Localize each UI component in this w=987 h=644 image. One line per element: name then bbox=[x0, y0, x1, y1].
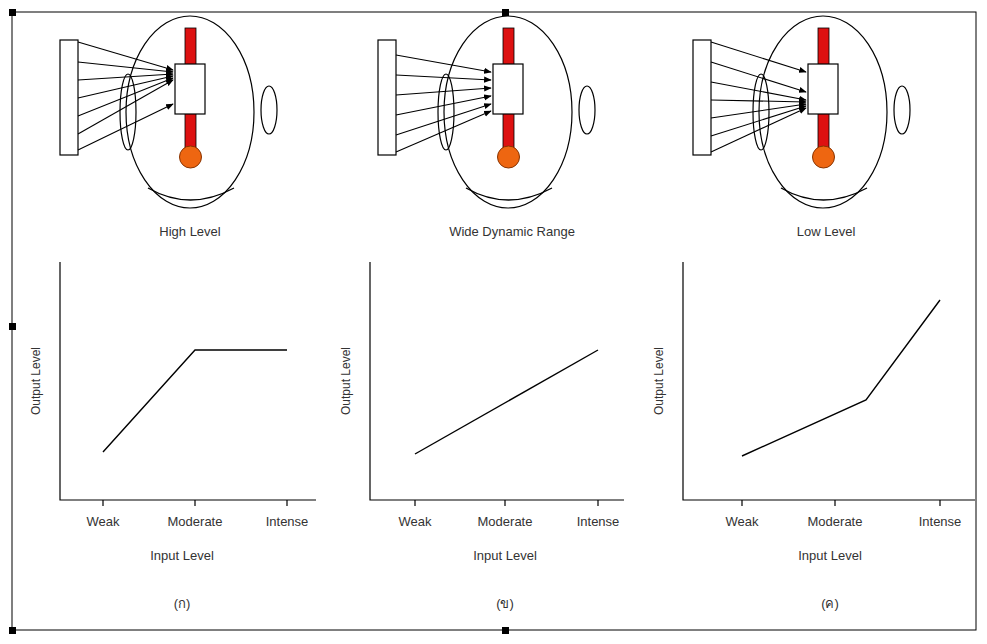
tick-label: Weak bbox=[726, 515, 759, 529]
frame bbox=[12, 12, 976, 630]
head-figure bbox=[378, 16, 595, 208]
sound-arrows bbox=[711, 42, 806, 152]
tick-label: Moderate bbox=[478, 515, 533, 529]
head-figure bbox=[60, 16, 277, 208]
tick-label: Moderate bbox=[808, 515, 863, 529]
axis-title: Output Level bbox=[653, 347, 666, 415]
selection-handles bbox=[9, 9, 509, 634]
tick-label: Weak bbox=[399, 515, 432, 529]
panel-label: (ก) bbox=[174, 597, 191, 611]
sound-arrows bbox=[396, 55, 491, 152]
axis-title: Output Level bbox=[340, 347, 353, 415]
tick-label: Intense bbox=[919, 515, 962, 529]
head-figure bbox=[693, 16, 910, 208]
axis-title: Input Level bbox=[798, 549, 862, 563]
panel-label: (ค) bbox=[821, 597, 839, 611]
panel-title: Wide Dynamic Range bbox=[449, 225, 575, 239]
tick-label: Weak bbox=[87, 515, 120, 529]
axis-title: Input Level bbox=[150, 549, 214, 563]
panel-title: Low Level bbox=[797, 225, 856, 239]
tick-label: Moderate bbox=[168, 515, 223, 529]
tick-label: Intense bbox=[266, 515, 309, 529]
axis-title: Output Level bbox=[30, 347, 43, 415]
axis-title: Input Level bbox=[473, 549, 537, 563]
sound-arrows bbox=[78, 42, 173, 150]
panel-title: High Level bbox=[159, 225, 220, 239]
graph-axes bbox=[60, 262, 975, 506]
tick-label: Intense bbox=[577, 515, 620, 529]
io-curve bbox=[103, 300, 940, 456]
panel-label: (ข) bbox=[496, 597, 514, 611]
